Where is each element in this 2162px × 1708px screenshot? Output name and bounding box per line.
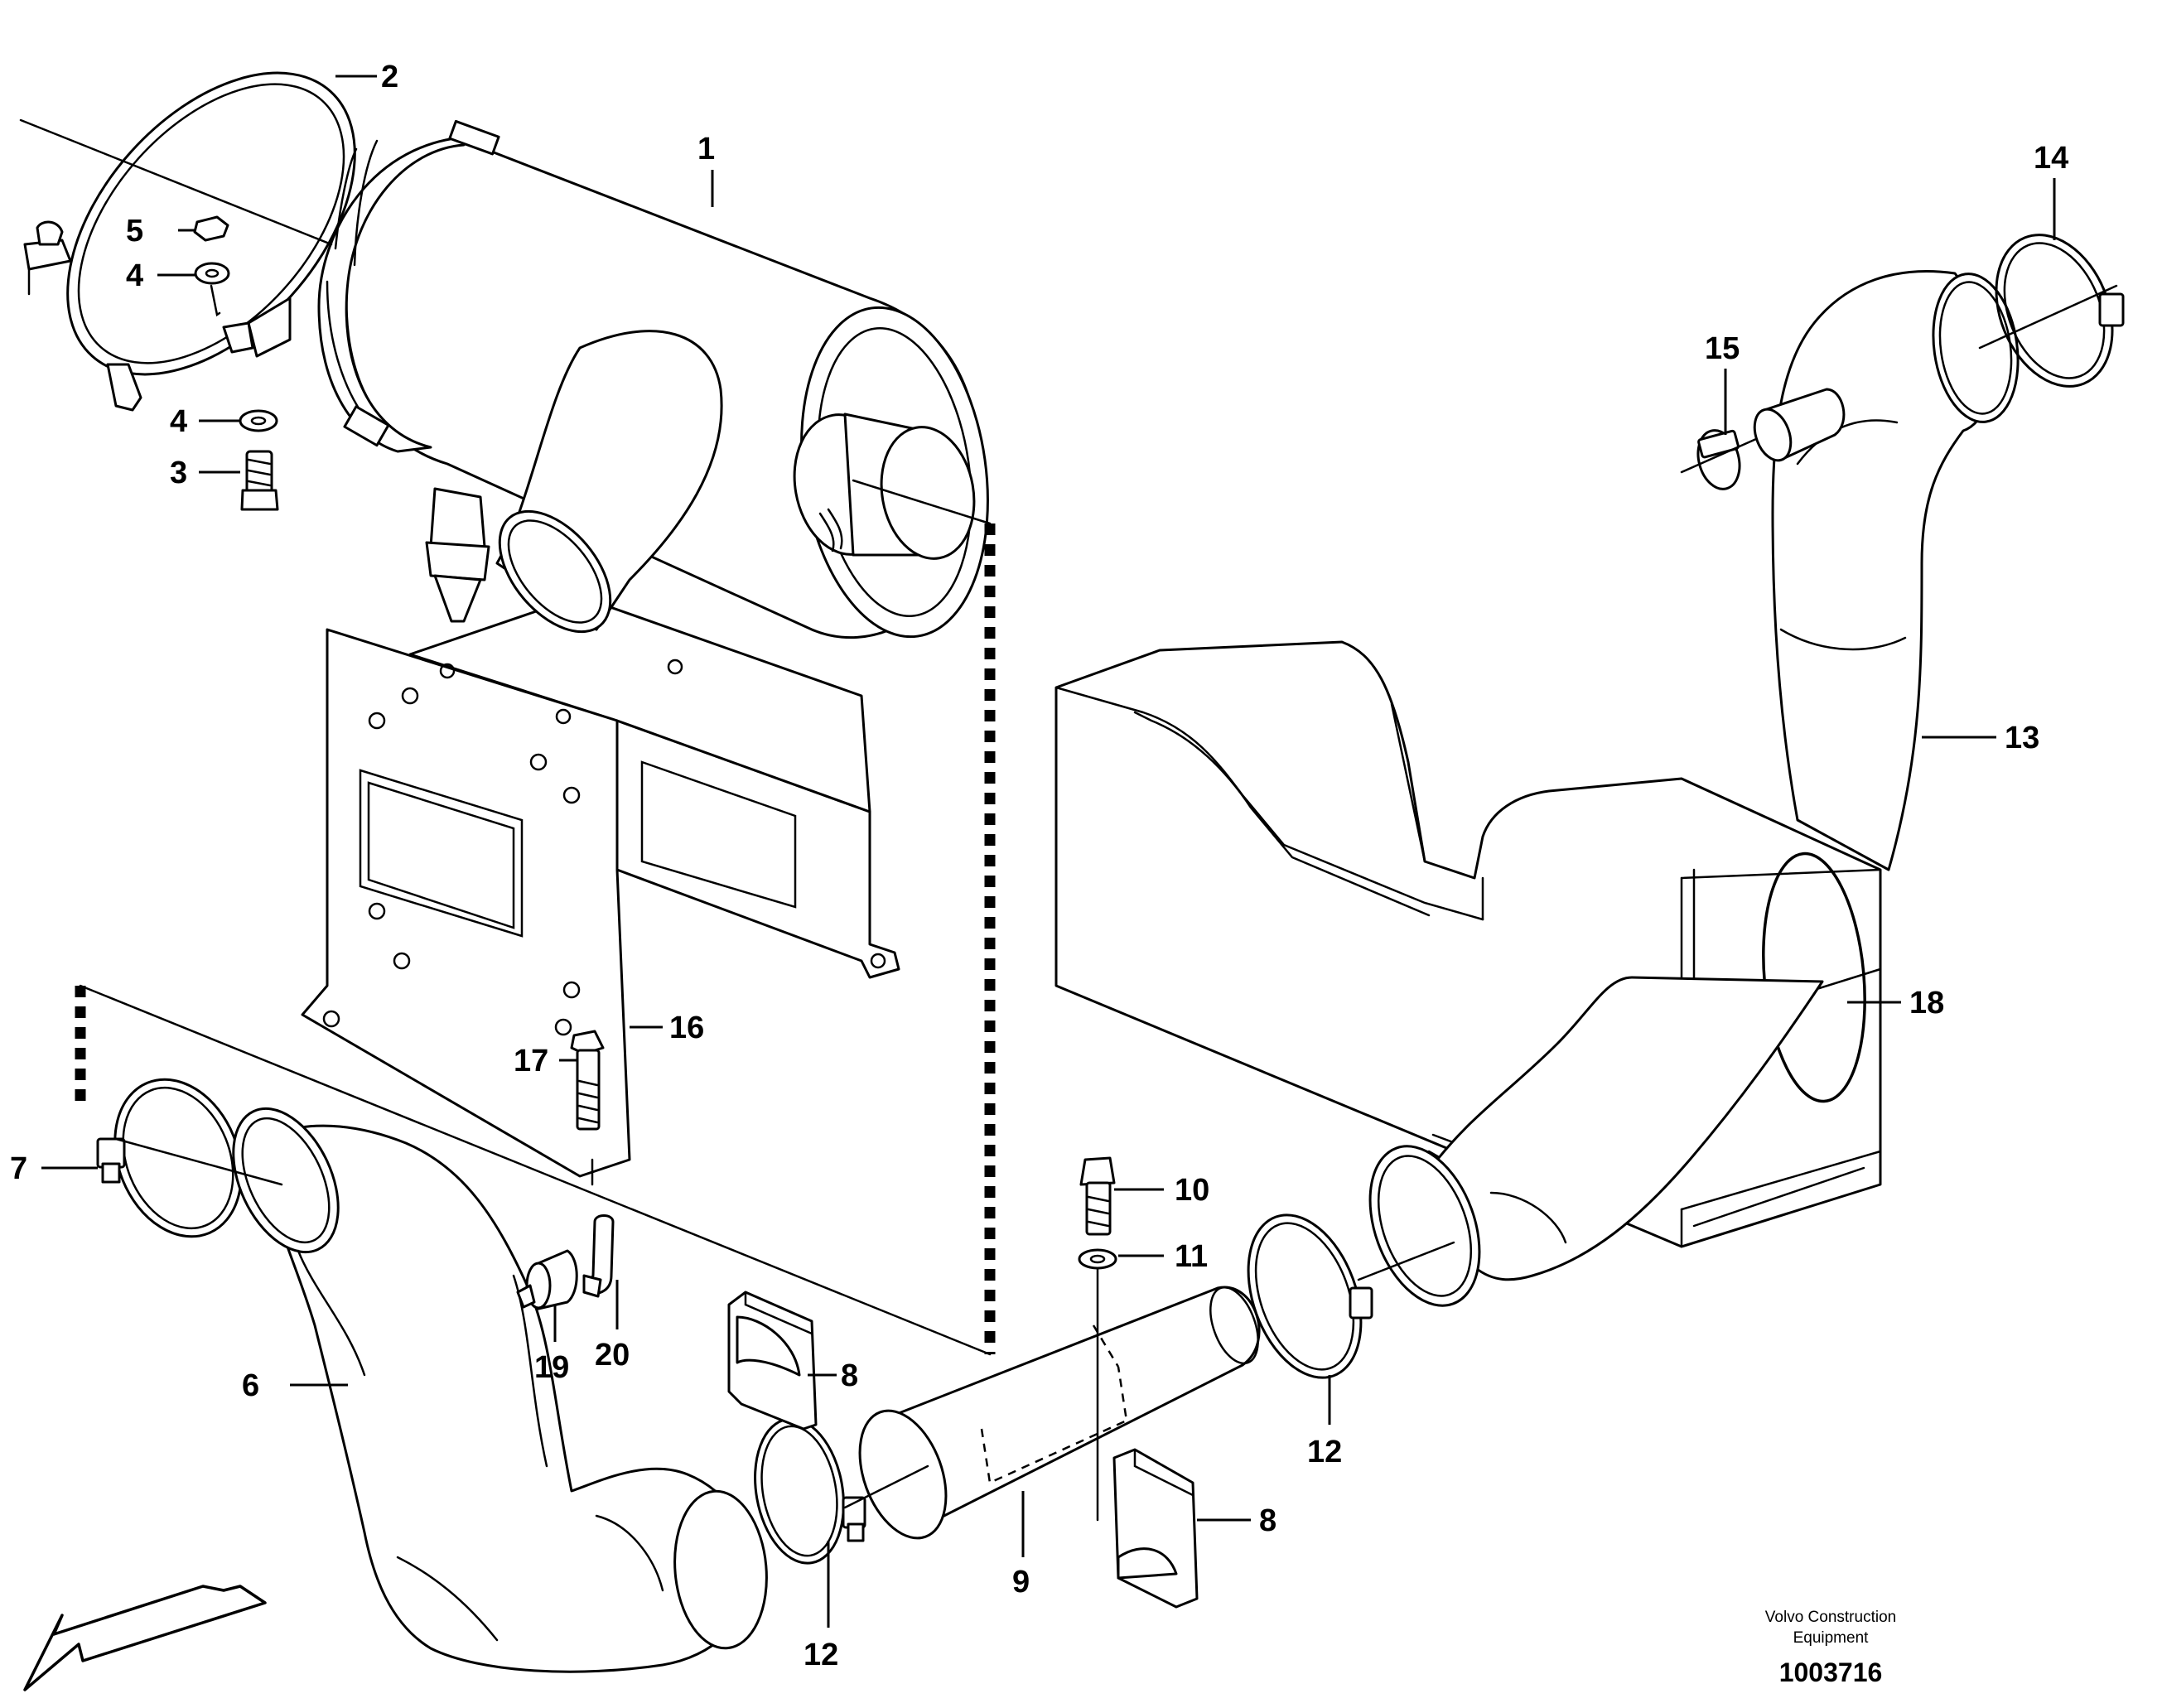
drawing-number: 1003716 xyxy=(1779,1657,1883,1687)
bolt-bracket xyxy=(570,1030,605,1131)
leader-lines xyxy=(41,75,2056,1628)
axis-line-lower xyxy=(114,1137,1455,1509)
label-part-12-middle: 12 xyxy=(1307,1435,1342,1469)
hose-clamp-top xyxy=(1978,234,2125,388)
hose-clamp-lower xyxy=(754,1417,866,1565)
axis-line-filter xyxy=(19,118,333,246)
label-part-6: 6 xyxy=(242,1368,259,1403)
label-part-13: 13 xyxy=(2005,721,2039,755)
hose-clamp-small xyxy=(1680,429,1758,490)
label-part-14: 14 xyxy=(2034,141,2068,176)
label-part-12-lower: 12 xyxy=(804,1638,838,1672)
rubber-mount-upper xyxy=(727,1291,818,1431)
hose-clamp-inlet xyxy=(96,1078,243,1238)
label-part-7: 7 xyxy=(10,1151,27,1186)
clamp-strap xyxy=(23,71,356,412)
label-part-11: 11 xyxy=(1175,1239,1208,1274)
part-labels: 1 2 3 4 4 5 6 7 8 8 9 10 11 12 12 13 14 … xyxy=(10,60,2068,1672)
rubber-mount-lower xyxy=(1112,1448,1199,1609)
inlet-hose xyxy=(232,1107,768,1673)
nut xyxy=(193,215,229,242)
direction-arrow xyxy=(23,1585,267,1691)
washer-pipe-mount xyxy=(1078,1248,1117,1522)
label-part-9: 9 xyxy=(1012,1565,1030,1599)
vent-tube xyxy=(1753,388,1846,462)
label-part-19: 19 xyxy=(534,1350,569,1385)
label-part-8-upper: 8 xyxy=(841,1358,858,1393)
bolt-filter-bracket xyxy=(240,450,279,511)
label-part-8-lower: 8 xyxy=(1259,1503,1276,1538)
label-part-18: 18 xyxy=(1909,986,1944,1020)
washer-lower xyxy=(239,409,278,432)
connector-pipe xyxy=(858,1286,1261,1540)
pre-cleaner-outlet xyxy=(1368,976,1824,1307)
label-part-20: 20 xyxy=(595,1338,630,1373)
label-part-15: 15 xyxy=(1705,331,1740,366)
label-part-17: 17 xyxy=(514,1044,548,1078)
label-part-2: 2 xyxy=(381,60,398,94)
connection-indicator xyxy=(75,479,996,1356)
label-part-10: 10 xyxy=(1175,1173,1209,1208)
bolt-pipe-mount xyxy=(1079,1156,1116,1236)
credit-line-1: Volvo Construction xyxy=(1765,1609,1896,1626)
credit-line-2: Equipment xyxy=(1793,1629,1870,1647)
intake-hose xyxy=(1771,270,2020,871)
hose-nipple xyxy=(582,1214,615,1298)
label-part-5: 5 xyxy=(126,214,143,248)
label-part-16: 16 xyxy=(669,1011,704,1045)
air-filter-housing xyxy=(317,119,989,639)
mounting-bracket xyxy=(301,595,900,1178)
label-part-4-upper: 4 xyxy=(126,258,143,293)
label-part-4-lower: 4 xyxy=(170,404,187,439)
publisher-credit: Volvo Construction Equipment 1003716 xyxy=(1765,1609,1896,1687)
washer-upper xyxy=(194,262,230,317)
temperature-sensor xyxy=(516,1249,578,1310)
label-part-1: 1 xyxy=(697,132,715,166)
hose-clamp-middle xyxy=(1247,1213,1373,1379)
label-part-3: 3 xyxy=(170,456,187,490)
